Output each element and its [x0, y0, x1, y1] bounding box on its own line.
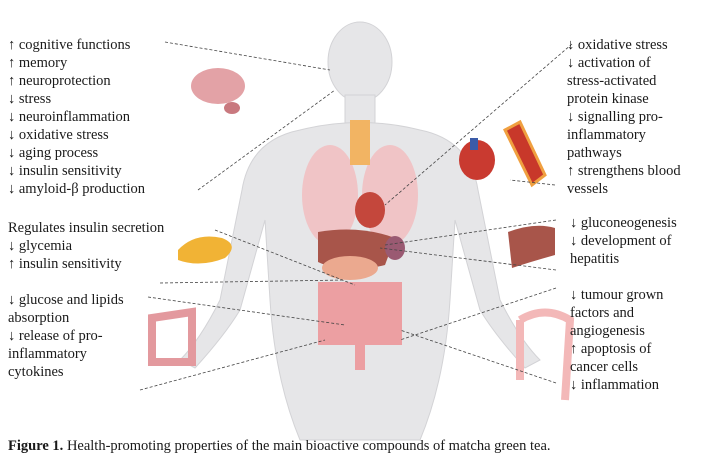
- heart-effect: ↓ activation of: [567, 55, 651, 71]
- liver-effect: ↓ gluconeogenesis: [570, 215, 677, 231]
- heart-effect: ↓ oxidative stress: [567, 37, 668, 53]
- heart-icon: [459, 138, 495, 180]
- liver-effect: ↓ development of: [570, 233, 672, 249]
- heart-effect: vessels: [567, 181, 609, 197]
- stomach-icon: [322, 256, 378, 280]
- brain-effect: ↑ cognitive functions: [8, 37, 131, 53]
- intestine-effect: inflammatory: [8, 346, 87, 362]
- colon-effect: ↑ apoptosis of: [570, 341, 652, 357]
- heart-effect: pathways: [567, 145, 622, 161]
- colon-effect: ↓ inflammation: [570, 377, 659, 393]
- pancreas-effect: ↓ glycemia: [8, 238, 73, 254]
- caption-text: Health-promoting properties of the main …: [63, 438, 551, 454]
- caption-label: Figure 1.: [8, 438, 64, 454]
- spleen-icon: [385, 236, 405, 260]
- connector-lines: [139, 41, 573, 391]
- intestine-effect: cytokines: [8, 364, 64, 380]
- brain-effect: ↑ memory: [8, 55, 68, 71]
- pancreas-effects-list: Regulates insulin secretion ↓ glycemia ↑…: [8, 219, 164, 273]
- heart-organ-icon: [355, 192, 385, 228]
- heart-effect: ↓ signalling pro-: [567, 109, 663, 125]
- colon-effect: cancer cells: [570, 359, 639, 375]
- intestine-effects-list: ↓ glucose and lipids absorption ↓ releas…: [8, 291, 124, 381]
- intestine-effect: absorption: [8, 310, 70, 326]
- brain-effects-list: ↑ cognitive functions ↑ memory ↑ neuropr…: [8, 36, 145, 198]
- thyroid-trachea-icon: [350, 120, 370, 165]
- pancreas-icon: [178, 236, 232, 264]
- blood-vessel-icon: [503, 119, 547, 188]
- colon-effect: factors and: [570, 305, 635, 321]
- pancreas-effect: ↑ insulin sensitivity: [8, 256, 122, 272]
- brain-effect: ↓ aging process: [8, 145, 99, 161]
- brain-effect: ↓ insulin sensitivity: [8, 163, 122, 179]
- heart-effect: ↑ strengthens blood: [567, 163, 681, 179]
- figure-caption: Figure 1. Health-promoting properties of…: [8, 438, 551, 455]
- brain-effect: ↑ neuroprotection: [8, 73, 111, 89]
- heart-effects-list: ↓ oxidative stress ↓ activation of stres…: [567, 36, 681, 198]
- small-intestine-icon: [148, 307, 196, 366]
- liver-effects-list: ↓ gluconeogenesis ↓ development of hepat…: [570, 214, 677, 268]
- heart-effect: protein kinase: [567, 91, 649, 107]
- brain-effect: ↓ stress: [8, 91, 52, 107]
- colon-effect: ↓ tumour grown: [570, 287, 664, 303]
- heart-effect: inflammatory: [567, 127, 646, 143]
- liver-icon: [508, 225, 555, 268]
- brain-effect: ↓ oxidative stress: [8, 127, 109, 143]
- colon-icon: [516, 308, 575, 401]
- pancreas-effect: Regulates insulin secretion: [8, 220, 165, 236]
- liver-effect: hepatitis: [570, 251, 620, 267]
- intestines-icon: [318, 282, 402, 345]
- heart-effect: stress-activated: [567, 73, 657, 89]
- rectum-icon: [355, 345, 365, 370]
- brain-effect: ↓ neuroinflammation: [8, 109, 131, 125]
- intestine-effect: ↓ release of pro-: [8, 328, 103, 344]
- brain-icon: [191, 68, 245, 114]
- intestine-effect: ↓ glucose and lipids: [8, 292, 124, 308]
- colon-effect: angiogenesis: [570, 323, 645, 339]
- brain-effect: ↓ amyloid-β production: [8, 181, 146, 197]
- colon-effects-list: ↓ tumour grown factors and angiogenesis …: [570, 286, 663, 394]
- human-silhouette: [179, 21, 541, 441]
